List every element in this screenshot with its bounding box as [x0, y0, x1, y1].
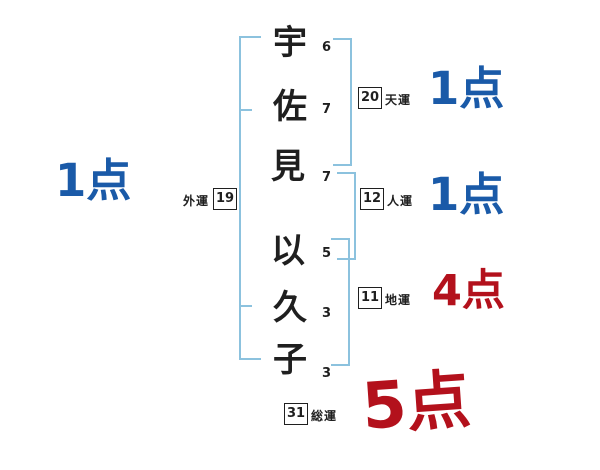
- stroke-count-3: 7: [322, 170, 332, 185]
- gaiun-bracket-tick-bottom: [239, 358, 261, 360]
- tenun-label: 天運: [385, 93, 412, 107]
- gaiun-bracket-tick-mid2: [239, 305, 252, 307]
- jinun-label: 人運: [387, 194, 414, 208]
- tenun-value: 20: [360, 90, 380, 105]
- tenun-bracket-line: [350, 38, 352, 166]
- gaiun-value-box: 19: [213, 188, 237, 210]
- gaiun-bracket-line: [239, 36, 241, 360]
- stroke-count-2: 7: [322, 102, 332, 117]
- name-char-2: 佐: [273, 87, 307, 127]
- soun-score: 5点: [359, 363, 473, 445]
- name-char-3: 見: [271, 147, 305, 187]
- stroke-count-1: 6: [322, 40, 332, 55]
- jinun-score: 1点: [428, 168, 505, 221]
- chiun-label: 地運: [385, 293, 412, 307]
- stroke-count-6: 3: [322, 366, 332, 381]
- jinun-value: 12: [362, 191, 382, 206]
- chiun-bracket-tick-bottom: [331, 364, 350, 366]
- soun-value: 31: [286, 406, 306, 421]
- jinun-bracket-tick-top: [337, 172, 356, 174]
- chiun-value: 11: [360, 290, 380, 305]
- soun-label: 総運: [311, 409, 338, 423]
- chiun-bracket-line: [348, 238, 350, 366]
- chiun-bracket-tick-top: [331, 238, 350, 240]
- gaiun-label: 外運: [183, 194, 210, 208]
- soun-value-box: 31: [284, 403, 308, 425]
- jinun-bracket-line: [354, 172, 356, 260]
- name-char-1: 宇: [273, 23, 307, 63]
- name-char-4: 以: [271, 231, 305, 271]
- chiun-score: 4点: [432, 266, 505, 316]
- jinun-bracket-tick-bottom: [337, 258, 356, 260]
- gaiun-score: 1点: [55, 154, 132, 207]
- jinun-value-box: 12: [360, 188, 384, 210]
- tenun-score: 1点: [428, 62, 505, 115]
- gaiun-value: 19: [215, 191, 235, 206]
- stroke-count-5: 3: [322, 306, 332, 321]
- gaiun-bracket-tick-mid1: [239, 109, 252, 111]
- gaiun-bracket-tick-top: [239, 36, 261, 38]
- tenun-bracket-tick-top: [333, 38, 352, 40]
- name-char-5: 久: [273, 288, 307, 328]
- chiun-value-box: 11: [358, 287, 382, 309]
- tenun-bracket-tick-bottom: [333, 164, 352, 166]
- name-char-6: 子: [273, 340, 307, 380]
- stroke-count-4: 5: [322, 246, 332, 261]
- tenun-value-box: 20: [358, 87, 382, 109]
